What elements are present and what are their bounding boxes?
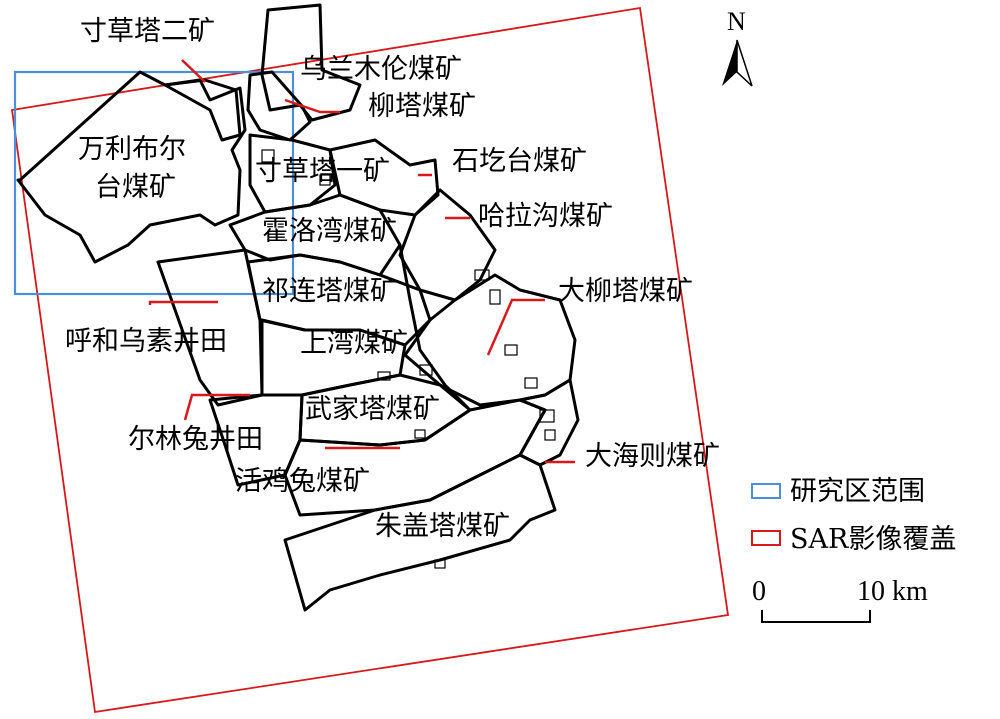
boundary-zhugaita (283, 453, 557, 612)
legend-sar-label: SAR影像覆盖 (790, 524, 956, 555)
legend-sar-swatch (751, 530, 781, 546)
label-halagou: 哈拉沟煤矿 (478, 201, 613, 232)
scale-bar: 0 10 km (752, 576, 928, 623)
legend: 研究区范围 SAR影像覆盖 (751, 476, 956, 555)
legend-study-area-label: 研究区范围 (790, 476, 925, 507)
boundary-cuncaota-1 (248, 133, 337, 214)
label-huojitu: 活鸡兔煤矿 (235, 466, 370, 497)
patch (524, 377, 538, 389)
boundary-wulanmulun (260, 3, 362, 122)
patch (544, 429, 556, 441)
label-shangwan: 上湾煤矿 (300, 328, 408, 359)
patch (414, 429, 426, 439)
label-shigetai: 石圪台煤矿 (452, 146, 587, 177)
legend-study-area-swatch (751, 483, 781, 499)
north-arrow-left (722, 40, 737, 86)
leader-liuta (284, 98, 340, 114)
scale-bar-line (761, 610, 871, 623)
boundary-wanlibuer (16, 70, 247, 264)
north-label: N (727, 7, 746, 36)
leader-cuncaota-2 (181, 59, 206, 83)
label-qiliangta: 祁连塔煤矿 (262, 276, 397, 307)
leader-daliuta (486, 298, 545, 356)
study-area-outline (13, 70, 295, 296)
label-dahaize: 大海则煤矿 (585, 441, 720, 472)
patch (419, 364, 433, 376)
north-arrow-right (736, 39, 753, 87)
internal-boundary-line (398, 244, 472, 412)
label-erlintu: 尔林兔井田 (128, 424, 263, 455)
patch (434, 559, 446, 569)
label-cuncaota-1: 寸草塔一矿 (255, 156, 390, 187)
patch (489, 289, 501, 305)
label-cuncaota-2: 寸草塔二矿 (80, 16, 215, 47)
mine-labels: 寸草塔二矿 乌兰木伦煤矿 柳塔煤矿 万利布尔 台煤矿 寸草塔一矿 石圪台煤矿 霍… (65, 16, 720, 542)
scale-start-label: 0 (752, 576, 766, 607)
leader-huhewusu (148, 300, 218, 305)
label-wujiata: 武家塔煤矿 (305, 394, 440, 425)
patch (504, 344, 518, 356)
patch (474, 269, 490, 281)
label-wanlibuer-line1: 万利布尔 (78, 134, 186, 165)
mine-boundaries (16, 3, 580, 612)
north-arrow-icon: N (722, 7, 753, 87)
boundary-cuncaota-2 (163, 78, 242, 142)
patch (319, 174, 331, 186)
label-huoluowan: 霍洛湾煤矿 (262, 216, 397, 247)
label-leaders (148, 59, 575, 464)
patch (539, 409, 555, 423)
patch (261, 149, 275, 163)
label-liuta: 柳塔煤矿 (368, 91, 476, 122)
label-daliuta: 大柳塔煤矿 (558, 276, 693, 307)
boundary-dahaize (518, 378, 580, 467)
label-zhugaita: 朱盖塔煤矿 (375, 511, 510, 542)
patch (377, 371, 391, 381)
label-huhewusu: 呼和乌素井田 (65, 326, 227, 357)
scale-end-label: 10 km (857, 576, 928, 607)
label-wulanmulun: 乌兰木伦煤矿 (300, 54, 462, 85)
leader-erlintu (183, 393, 250, 421)
sar-coverage-outline (10, 6, 730, 714)
subsidence-patches (261, 149, 556, 569)
boundary-liuta (246, 70, 312, 142)
label-wanlibuer-line2: 台煤矿 (95, 172, 176, 203)
